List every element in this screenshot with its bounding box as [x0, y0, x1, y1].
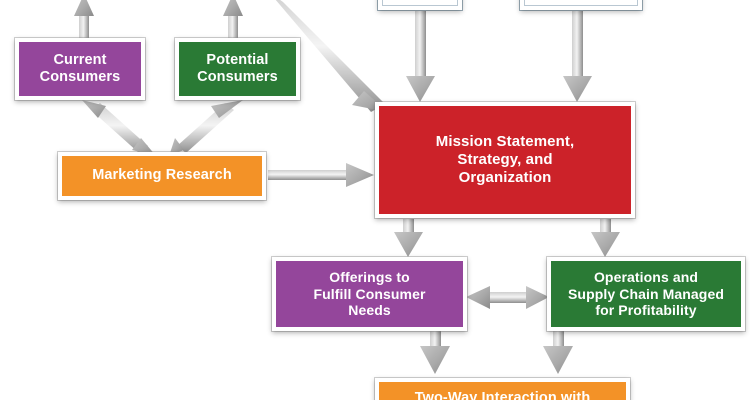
node-mission-statement-label: Mission Statement, Strategy, and Organiz… [432, 133, 579, 186]
label-line-2: Strategy, and [457, 151, 553, 169]
node-current-consumers-label: Current Consumers [36, 52, 125, 86]
arrow-topbox2-to-mission [563, 8, 592, 102]
node-operations-label: Operations and Supply Chain Managed for … [564, 269, 728, 319]
label-line-1: Operations and [593, 269, 699, 286]
label-line-3: for Profitability [595, 302, 697, 319]
arrow-topbox1-to-mission [406, 8, 435, 102]
label-line-1: Mission Statement, [435, 133, 575, 151]
node-mission-statement[interactable]: Mission Statement, Strategy, and Organiz… [375, 102, 635, 218]
label-line-2: Consumers [197, 69, 278, 85]
node-offerings[interactable]: Offerings to Fulfill Consumer Needs [272, 257, 467, 331]
label-line-2: Consumers [39, 69, 121, 85]
label-line-1: Two-Way Interaction with [414, 390, 591, 400]
label-line-2: Fulfill Consumer [313, 285, 426, 302]
arrow-current-consumers-marketing-research [82, 100, 156, 156]
arrow-offerings-to-two-way [420, 331, 450, 374]
arrow-current-consumers-up [74, 0, 94, 40]
node-two-way-interaction-label: Two-Way Interaction with [411, 390, 595, 400]
node-marketing-research[interactable]: Marketing Research [58, 152, 266, 200]
arrow-marketing-research-to-mission [268, 163, 374, 187]
arrow-mission-to-operations [591, 219, 620, 257]
top-box-right-inner [524, 0, 638, 6]
node-potential-consumers[interactable]: Potential Consumers [175, 38, 300, 100]
label-line-1: Offerings to [329, 269, 410, 286]
label-line-3: Needs [348, 302, 391, 319]
node-marketing-research-label: Marketing Research [88, 167, 236, 184]
label-line-1: Current [53, 51, 107, 68]
top-box-left-cropped[interactable] [378, 0, 462, 10]
label-line-3: Organization [458, 168, 552, 186]
label-line-1: Marketing Research [92, 167, 232, 184]
top-box-left-inner [382, 0, 458, 6]
arrow-potential-consumers-up [223, 0, 243, 40]
node-offerings-label: Offerings to Fulfill Consumer Needs [309, 269, 429, 319]
arrow-offerings-operations [466, 286, 549, 309]
label-line-1: Potential [206, 51, 269, 68]
top-box-right-cropped[interactable] [520, 0, 642, 10]
node-two-way-interaction[interactable]: Two-Way Interaction with [375, 378, 630, 400]
arrow-mission-to-offerings [394, 219, 423, 257]
node-potential-consumers-label: Potential Consumers [193, 52, 282, 86]
arrow-potential-consumers-marketing-research [169, 100, 243, 156]
label-line-2: Supply Chain Managed [567, 285, 724, 302]
node-operations[interactable]: Operations and Supply Chain Managed for … [547, 257, 745, 331]
arrow-operations-to-two-way [543, 331, 573, 374]
node-current-consumers[interactable]: Current Consumers [15, 38, 145, 100]
